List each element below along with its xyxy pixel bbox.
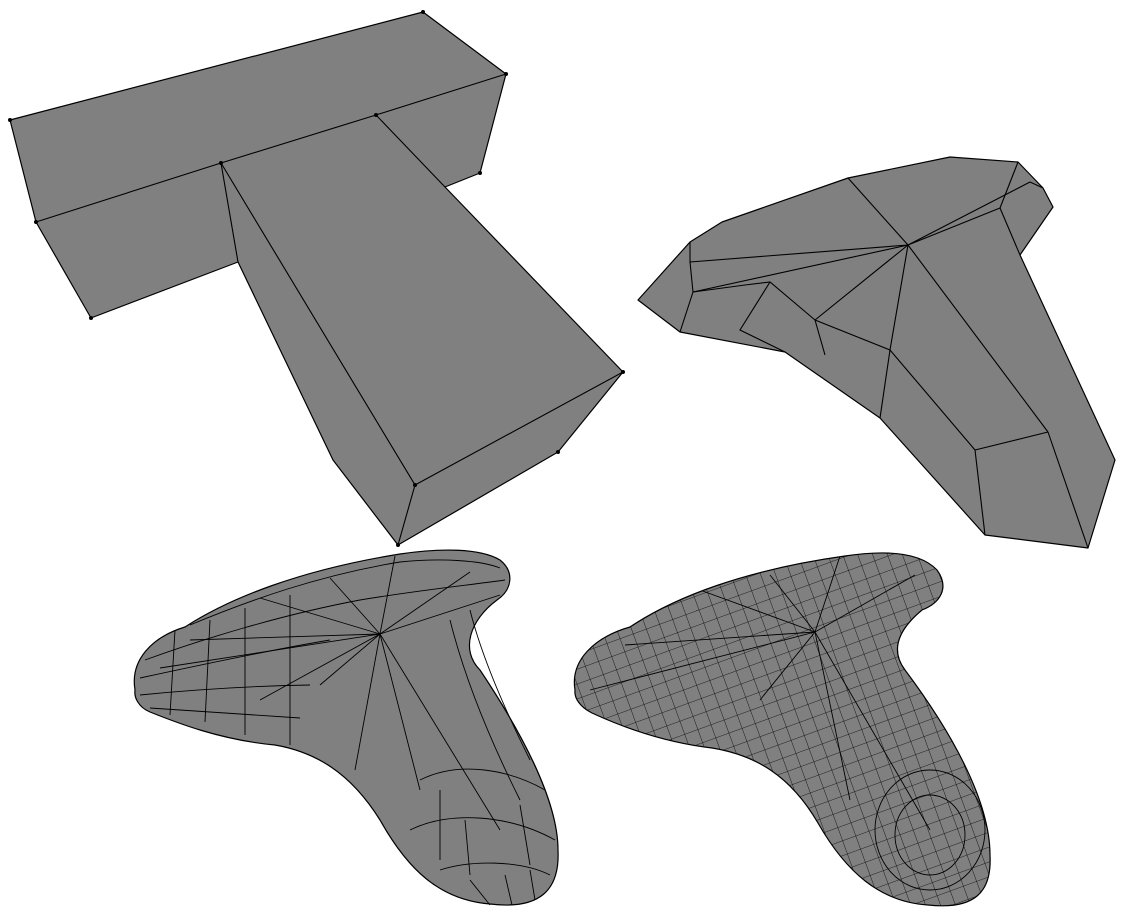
cage-silhouette — [10, 12, 623, 545]
level1-silhouette — [638, 157, 1115, 548]
subdivision-level-3-panel — [560, 540, 1010, 911]
subdivision-level-2-panel — [134, 550, 558, 905]
control-cage-panel — [8, 10, 625, 547]
level2-silhouette — [134, 550, 558, 905]
subdivision-level-1-panel — [638, 157, 1115, 548]
level3-dense-mesh — [560, 540, 1010, 911]
